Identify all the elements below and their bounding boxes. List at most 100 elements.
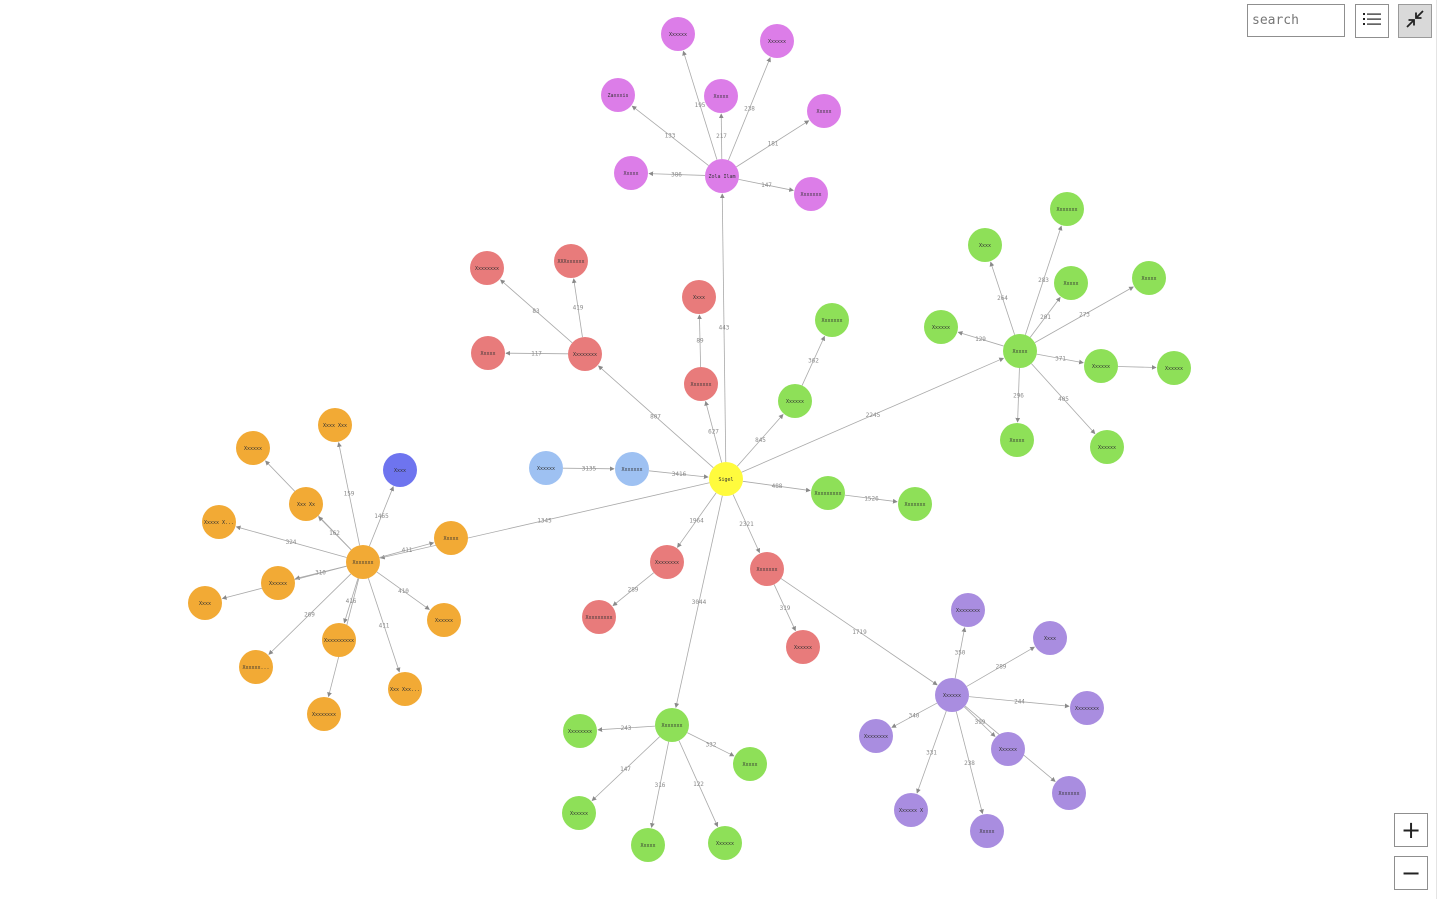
- graph-node[interactable]: Xxxxxx: [529, 451, 563, 485]
- node-circle[interactable]: [682, 280, 716, 314]
- zoom-in-button[interactable]: +: [1394, 813, 1428, 847]
- graph-node[interactable]: Xxxxxx: [427, 603, 461, 637]
- node-circle[interactable]: [924, 310, 958, 344]
- node-circle[interactable]: [427, 603, 461, 637]
- graph-node[interactable]: Xxxxx: [807, 94, 841, 128]
- graph-node[interactable]: Xxxxxxx: [794, 177, 828, 211]
- node-circle[interactable]: [1090, 430, 1124, 464]
- node-circle[interactable]: [322, 623, 356, 657]
- graph-node[interactable]: Xxxxx: [704, 79, 738, 113]
- node-circle[interactable]: [898, 487, 932, 521]
- graph-node[interactable]: Xxxxxx: [236, 431, 270, 465]
- graph-node[interactable]: Xxxxxx: [760, 24, 794, 58]
- node-circle[interactable]: [650, 545, 684, 579]
- node-circle[interactable]: [970, 814, 1004, 848]
- graph-node[interactable]: Xxx Xx: [289, 487, 323, 521]
- node-circle[interactable]: [733, 747, 767, 781]
- graph-node[interactable]: Xxxxxx: [1084, 349, 1118, 383]
- graph-node[interactable]: Xxxxxx: [261, 566, 295, 600]
- node-circle[interactable]: [202, 505, 236, 539]
- node-circle[interactable]: [1157, 351, 1191, 385]
- graph-node[interactable]: Sigel: [709, 462, 743, 496]
- node-circle[interactable]: [1000, 423, 1034, 457]
- node-circle[interactable]: [951, 593, 985, 627]
- node-circle[interactable]: [1050, 192, 1084, 226]
- node-circle[interactable]: [307, 697, 341, 731]
- node-circle[interactable]: [935, 678, 969, 712]
- graph-node[interactable]: Xxxx: [682, 280, 716, 314]
- graph-node[interactable]: Xxxx: [968, 228, 1002, 262]
- graph-node[interactable]: Xxxxxxxx: [470, 251, 504, 285]
- node-circle[interactable]: [807, 94, 841, 128]
- node-circle[interactable]: [562, 796, 596, 830]
- graph-node[interactable]: Xxxx Xxx: [318, 408, 352, 442]
- node-circle[interactable]: [1084, 349, 1118, 383]
- graph-node[interactable]: Zaxxxis: [601, 78, 635, 112]
- node-circle[interactable]: [859, 719, 893, 753]
- graph-node[interactable]: Xxxxxxxx: [307, 697, 341, 731]
- graph-node[interactable]: Xxxxxxx: [750, 552, 784, 586]
- graph-node[interactable]: Xxxxxx...: [239, 650, 273, 684]
- graph-node[interactable]: Xxxxxxxxx: [582, 600, 616, 634]
- graph-node[interactable]: Xxxxxx X: [894, 793, 928, 827]
- graph-node[interactable]: Xxxxxxx: [655, 708, 689, 742]
- graph-node[interactable]: Xxxx: [383, 453, 417, 487]
- node-circle[interactable]: [601, 78, 635, 112]
- node-circle[interactable]: [388, 672, 422, 706]
- graph-node[interactable]: Xxxxxx: [661, 17, 695, 51]
- node-circle[interactable]: [661, 17, 695, 51]
- graph-node[interactable]: Xxxxxxx: [898, 487, 932, 521]
- graph-node[interactable]: Xxxxxx: [935, 678, 969, 712]
- zoom-out-button[interactable]: −: [1394, 856, 1428, 890]
- node-circle[interactable]: [563, 714, 597, 748]
- graph-node[interactable]: Xxxxxx: [786, 630, 820, 664]
- node-circle[interactable]: [318, 408, 352, 442]
- graph-node[interactable]: Xxxxxx: [1157, 351, 1191, 385]
- node-circle[interactable]: [1052, 776, 1086, 810]
- node-circle[interactable]: [815, 303, 849, 337]
- node-circle[interactable]: [708, 826, 742, 860]
- node-circle[interactable]: [704, 79, 738, 113]
- graph-node[interactable]: Xxxxx: [733, 747, 767, 781]
- graph-node[interactable]: Xxxxxxx: [1050, 192, 1084, 226]
- graph-node[interactable]: Xxxxxxx: [615, 452, 649, 486]
- node-circle[interactable]: [1054, 266, 1088, 300]
- node-circle[interactable]: [261, 566, 295, 600]
- node-circle[interactable]: [383, 453, 417, 487]
- graph-node[interactable]: Xxxxx: [1054, 266, 1088, 300]
- node-circle[interactable]: [188, 586, 222, 620]
- node-circle[interactable]: [794, 177, 828, 211]
- node-circle[interactable]: [239, 650, 273, 684]
- graph-node[interactable]: Xxxxxxxx: [859, 719, 893, 753]
- node-circle[interactable]: [655, 708, 689, 742]
- node-circle[interactable]: [705, 159, 739, 193]
- search-input[interactable]: [1247, 4, 1345, 37]
- node-circle[interactable]: [750, 552, 784, 586]
- node-circle[interactable]: [631, 828, 665, 862]
- node-circle[interactable]: [582, 600, 616, 634]
- node-circle[interactable]: [434, 521, 468, 555]
- graph-node[interactable]: Xxxxxxxx: [650, 545, 684, 579]
- graph-node[interactable]: Xxxxxxx: [1052, 776, 1086, 810]
- graph-node[interactable]: Xxxxxx: [1090, 430, 1124, 464]
- graph-node[interactable]: Xxxx: [1033, 621, 1067, 655]
- node-circle[interactable]: [568, 337, 602, 371]
- node-circle[interactable]: [1070, 691, 1104, 725]
- graph-node[interactable]: Zola Ilam: [705, 159, 739, 193]
- node-circle[interactable]: [778, 384, 812, 418]
- graph-node[interactable]: Xxxxxx: [562, 796, 596, 830]
- node-circle[interactable]: [470, 251, 504, 285]
- node-circle[interactable]: [289, 487, 323, 521]
- graph-node[interactable]: Xxxxxxxxx: [811, 476, 845, 510]
- node-circle[interactable]: [709, 462, 743, 496]
- node-circle[interactable]: [684, 367, 718, 401]
- node-circle[interactable]: [786, 630, 820, 664]
- graph-node[interactable]: Xxxxxxxx: [951, 593, 985, 627]
- node-circle[interactable]: [1003, 334, 1037, 368]
- graph-node[interactable]: Xxxxxxxx: [568, 337, 602, 371]
- node-circle[interactable]: [614, 156, 648, 190]
- node-circle[interactable]: [1132, 261, 1166, 295]
- graph-node[interactable]: Xxxxx: [471, 336, 505, 370]
- graph-node[interactable]: Xxx Xxx...: [388, 672, 422, 706]
- graph-node[interactable]: Xxxxxxxx: [1070, 691, 1104, 725]
